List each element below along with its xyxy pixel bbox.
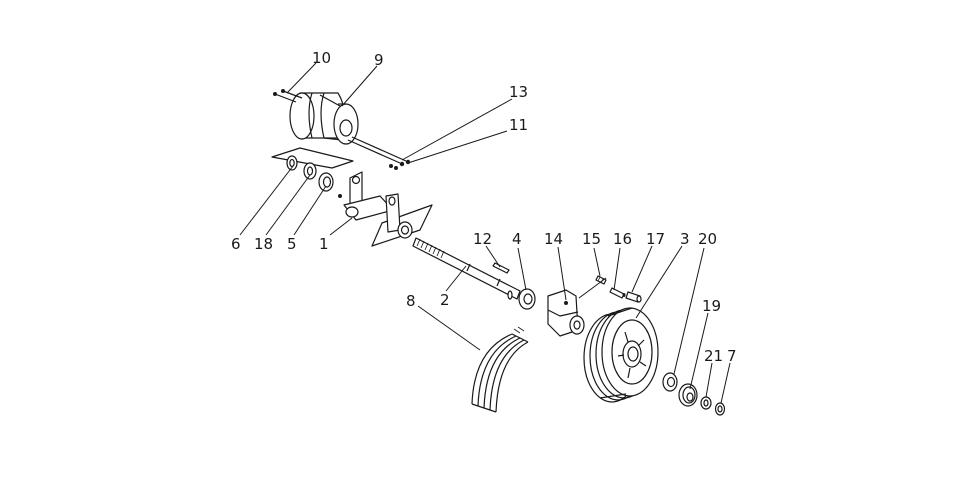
part-3-pulley (583, 307, 659, 403)
label-2: 2 (440, 291, 450, 309)
part-2-shaft (412, 237, 521, 300)
label-17: 17 (646, 230, 665, 248)
label-8: 8 (406, 292, 416, 310)
label-19: 19 (702, 297, 721, 315)
label-14: 14 (544, 230, 563, 248)
label-5: 5 (287, 235, 297, 253)
part-16-pin (609, 287, 626, 299)
label-13: 13 (509, 83, 528, 101)
part-21-washer (700, 396, 712, 410)
label-16: 16 (613, 230, 632, 248)
label-15: 15 (582, 230, 601, 248)
part-7-washer (714, 402, 726, 416)
part-20-bearing (662, 372, 678, 392)
label-12: 12 (473, 230, 492, 248)
part-10-bolts (273, 89, 303, 103)
label-10: 10 (312, 49, 331, 67)
label-20: 20 (698, 230, 717, 248)
label-7: 7 (727, 347, 737, 365)
part-1-bracket (338, 171, 433, 247)
label-1: 1 (319, 235, 329, 253)
part-17-sleeve (625, 291, 642, 303)
label-18: 18 (254, 235, 273, 253)
part-6-washer (286, 155, 298, 171)
label-4: 4 (512, 230, 522, 248)
part-8-belt (471, 326, 529, 413)
label-9: 9 (374, 51, 384, 69)
part-12-key (492, 262, 510, 274)
part-labels: 10 9 13 11 6 18 5 1 12 4 14 15 16 17 3 2… (231, 49, 737, 365)
part-15-set-screw (595, 275, 607, 285)
part-9-drum (289, 92, 359, 145)
part-13-11-studs (347, 136, 411, 170)
label-3: 3 (680, 230, 690, 248)
label-6: 6 (231, 235, 241, 253)
part-14-clamp (547, 289, 585, 337)
leader-lines (239, 62, 731, 404)
part-19-snap-ring (678, 383, 698, 407)
label-21: 21 (704, 347, 723, 365)
part-4-bearing (518, 288, 536, 310)
part-18-washer (303, 162, 317, 180)
part-5-bearing (318, 172, 334, 192)
label-11: 11 (509, 116, 528, 134)
